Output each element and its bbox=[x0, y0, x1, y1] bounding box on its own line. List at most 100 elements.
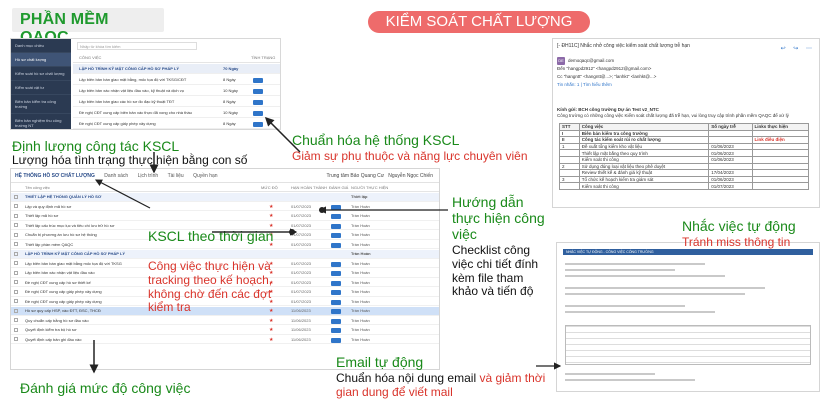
sidebar-item[interactable]: Danh mục chiều bbox=[11, 39, 71, 53]
row-checkbox[interactable] bbox=[14, 213, 18, 218]
sidebar: Danh mục chiều Hồ sơ chất lượng Kiểm soá… bbox=[11, 39, 71, 129]
table-header: Tên công việc MỨC ĐỘ HẠN HOÀN THÀNH ĐÁNH… bbox=[11, 184, 439, 192]
annotation-title: Chuẩn hóa hệ thống KSCL bbox=[292, 132, 460, 148]
arrow-dot bbox=[319, 207, 325, 213]
row-checkbox[interactable] bbox=[14, 261, 18, 266]
text-line bbox=[565, 263, 705, 265]
page-title: KIỂM SOÁT CHẤT LƯỢNG bbox=[368, 11, 590, 33]
task-name: Chuẩn bị phương án lưu hồ sơ hệ thống bbox=[25, 232, 97, 237]
priority-star-icon: ★ bbox=[269, 213, 274, 219]
row-checkbox[interactable] bbox=[14, 251, 18, 256]
email-cc: Cc "hangntt" <hangntt@...>; "lanhkt" <la… bbox=[557, 74, 657, 79]
row-checkbox[interactable] bbox=[14, 232, 18, 237]
row-checkbox[interactable] bbox=[14, 318, 18, 323]
row-checkbox[interactable] bbox=[14, 280, 18, 285]
table-row[interactable]: Hồ sơ quy cấp HSP, vào ĐTT, ĐSC, THCĐ★11… bbox=[11, 307, 439, 316]
table-row[interactable]: Lập biên bản bàn giao mặt bằng mốc tọa đ… bbox=[11, 260, 439, 268]
task-name: Thiết lập mã hồ sơ bbox=[25, 213, 59, 218]
email-body: Kính gửi: BCH công trường Dự án Test v2_… bbox=[557, 107, 789, 118]
task-name: Quyết định kiểm tra bộ hồ sơ bbox=[25, 327, 77, 332]
table-row[interactable]: Đề nghị CĐT cung cấp giấy phép xây dựng★… bbox=[11, 288, 439, 297]
row-checkbox[interactable] bbox=[14, 204, 18, 209]
search-input[interactable]: Nhập từ khóa tìm kiếm bbox=[77, 42, 197, 50]
screenshot-qc-records: HỆ THỐNG HỒ SƠ CHẤT LƯỢNG Danh sách Lịch… bbox=[10, 168, 440, 370]
email-meta[interactable]: Tin nhắn: 1 | Tìm hiểu thêm bbox=[557, 82, 612, 87]
table-row[interactable]: Đề nghị CĐT cung cấp giấy phép xây dựng★… bbox=[11, 298, 439, 306]
tab-list[interactable]: Danh sách bbox=[104, 173, 129, 179]
priority-star-icon: ★ bbox=[269, 222, 274, 229]
due-date: 01/07/2023 bbox=[291, 203, 312, 209]
row-checkbox[interactable] bbox=[14, 337, 18, 342]
sidebar-item[interactable]: Kiểm soát vật tư bbox=[11, 81, 71, 95]
tab-schedule[interactable]: Lịch trình bbox=[137, 173, 159, 179]
table-row[interactable]: LẬP HỒ TRÌNH KỸ MẶT CÔNG CẤP HỒ SƠ PHÁP … bbox=[73, 64, 280, 74]
task-name: Hồ sơ quy cấp HSP, vào ĐTT, ĐSC, THCĐ bbox=[25, 308, 101, 313]
table-header: CÔNG VIỆC TÌNH TRẠNG bbox=[73, 53, 280, 63]
table-row[interactable]: Thiết lập cấu trúc mục lục và tiêu chí l… bbox=[11, 222, 439, 230]
sidebar-item[interactable]: Kiểm soát hồ sơ chất lượng bbox=[11, 67, 71, 81]
row-checkbox[interactable] bbox=[14, 194, 18, 199]
status-badge bbox=[331, 233, 341, 238]
row-checkbox[interactable] bbox=[14, 270, 18, 275]
sidebar-item-active[interactable]: Hồ sơ chất lượng bbox=[11, 53, 71, 67]
arrow bbox=[94, 179, 151, 209]
row-checkbox[interactable] bbox=[14, 223, 18, 228]
status-badge bbox=[331, 299, 341, 305]
tab-permissions[interactable]: Quyền hạn bbox=[193, 173, 218, 179]
priority-star-icon: ★ bbox=[269, 317, 274, 324]
status-badge bbox=[331, 204, 341, 210]
row-checkbox[interactable] bbox=[14, 299, 18, 304]
assignee: Trần Hoàn bbox=[351, 327, 370, 332]
due-date: 01/07/2023 bbox=[291, 260, 312, 266]
col-name: CÔNG VIỆC bbox=[79, 55, 102, 60]
table-row[interactable]: Chuẩn bị phương án lưu hồ sơ hệ thống★01… bbox=[11, 231, 439, 240]
annotation-subtitle: Checklist công việc chi tiết đính kèm fi… bbox=[452, 243, 539, 299]
brand-title: PHẦN MỀM QAQC bbox=[12, 8, 164, 46]
assignee: Trần Hoàn bbox=[351, 213, 370, 218]
email-subject: [- ĐH11C] Nhắc nhở công việc kiểm soát c… bbox=[557, 43, 690, 49]
table-row[interactable]: Lập biên bản xác nhận vật liệu đầu vào★0… bbox=[11, 269, 439, 278]
row-checkbox[interactable] bbox=[14, 289, 18, 294]
assignee: Trần Hoàn bbox=[351, 241, 370, 247]
status-badge bbox=[253, 78, 263, 83]
task-list-main: Nhập từ khóa tìm kiếm CÔNG VIỆC TÌNH TRẠ… bbox=[73, 39, 280, 129]
table-row[interactable]: Lập biên bản bàn giao mặt bằng, mốc tọa … bbox=[73, 75, 280, 85]
status-badge bbox=[331, 328, 341, 333]
row-checkbox[interactable] bbox=[14, 242, 18, 247]
screenshot-task-list: Danh mục chiều Hồ sơ chất lượng Kiểm soá… bbox=[10, 38, 281, 130]
assignee: Trần Hoàn bbox=[351, 279, 370, 285]
assignee: Trần Hoàn bbox=[351, 260, 370, 266]
table-row[interactable]: LẬP HỒ TRÌNH KỸ MẶT CÔNG CẤP HỒ SƠ PHÁP … bbox=[11, 250, 439, 259]
table-row[interactable]: Đề nghị CĐT cung cấp hồ sơ thiết kế★01/0… bbox=[11, 279, 439, 287]
sidebar-item[interactable]: Biên bản nghiệm thu công trường NT bbox=[11, 114, 71, 129]
sidebar-item[interactable]: Biên bản kiểm tra công trường bbox=[11, 95, 71, 114]
text-line bbox=[565, 311, 715, 313]
tab-docs[interactable]: Tài liệu bbox=[167, 173, 184, 179]
text-line bbox=[565, 305, 685, 307]
table-row[interactable]: Lập biên bản xác nhận vật liệu đầu vào, … bbox=[73, 86, 280, 96]
table-row[interactable]: Quyết định cấp bản ghi đầu vào★11/06/202… bbox=[11, 336, 439, 344]
annotation-subtitle: Giảm sự phụ thuộc và năng lực chuyên viê… bbox=[292, 149, 528, 163]
row-checkbox[interactable] bbox=[14, 308, 18, 313]
email-actions-icon[interactable]: ↩ ↪ ⋯ bbox=[780, 46, 815, 52]
status-badge bbox=[253, 89, 263, 94]
user-name[interactable]: Nguyễn Ngọc Chiến bbox=[388, 173, 433, 179]
status-badge bbox=[253, 122, 263, 127]
text-line bbox=[565, 373, 655, 375]
email-from: demoqaqc@gmail.com bbox=[568, 58, 615, 63]
table-row[interactable]: Lập biên bản bàn giao các hồ sơ đo đạc k… bbox=[73, 97, 280, 107]
table-row[interactable]: Đề nghị CĐT cung cấp biên bản xác thực đ… bbox=[73, 108, 280, 118]
row-checkbox[interactable] bbox=[14, 327, 18, 332]
due-date: 01/07/2023 bbox=[291, 289, 312, 294]
task-name: LẬP HỒ TRÌNH KỸ MẶT CÔNG CẤP HỒ SƠ PHÁP … bbox=[25, 251, 126, 256]
table-row[interactable]: Quy chuẩn cấp bằng hồ sơ đầu vào★11/06/2… bbox=[11, 317, 439, 325]
text-line bbox=[565, 287, 765, 289]
task-name: Đề nghị CĐT cung cấp giấy phép xây dựng bbox=[25, 289, 102, 294]
